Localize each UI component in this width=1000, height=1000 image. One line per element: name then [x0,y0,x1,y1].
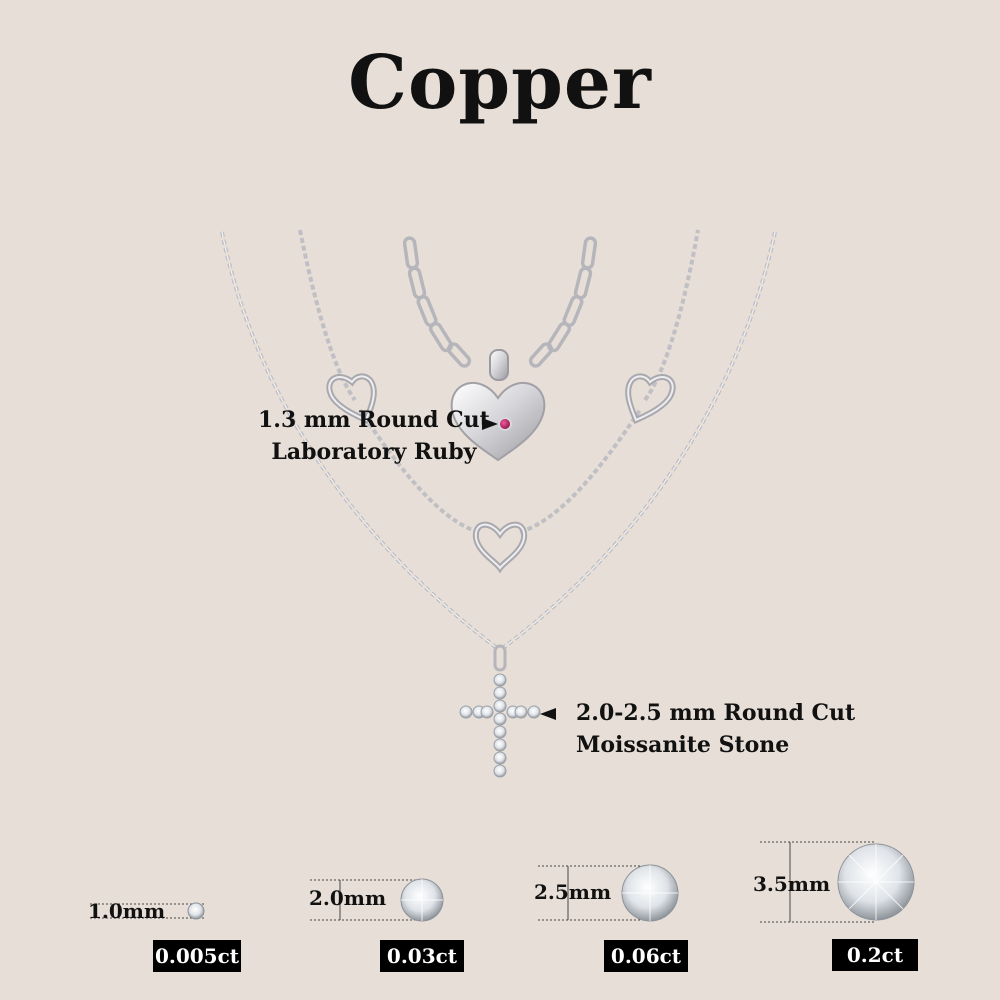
stone-size-label: 3.5mm [753,872,831,896]
open-heart-center [472,521,528,574]
heart-pendant [450,349,546,462]
stone-1mm [187,902,205,920]
open-heart-right [625,373,676,424]
ruby-callout-line2: Laboratory Ruby [271,439,477,465]
ruby-callout-line1: 1.3 mm Round Cut [258,407,490,433]
stone-size-label: 2.0mm [309,886,387,910]
moissanite-callout: 2.0-2.5 mm Round Cut Moissanite Stone [576,697,855,761]
stone-size-label: 1.0mm [88,899,166,923]
carat-badge: 0.06ct [604,940,688,972]
ruby-stone [498,417,512,431]
stone-size-guides [90,841,876,923]
cross-pendant [459,644,541,778]
carat-badge: 0.005ct [153,940,241,972]
moissanite-callout-line2: Moissanite Stone [576,732,790,758]
stone-gems [187,843,915,922]
moissanite-callout-line1: 2.0-2.5 mm Round Cut [576,700,856,726]
ruby-pointer-arrow [482,418,498,430]
stone-size-label: 2.5mm [534,880,612,904]
open-heart-left [326,373,377,424]
carat-badge: 0.03ct [380,940,464,972]
ruby-callout: 1.3 mm Round Cut Laboratory Ruby [258,404,490,468]
material-title: Copper [348,40,652,126]
carat-badge: 0.2ct [832,939,918,971]
moissanite-pointer-arrow [540,708,556,720]
heart-chain [298,229,700,534]
paperclip-chain [402,236,598,368]
